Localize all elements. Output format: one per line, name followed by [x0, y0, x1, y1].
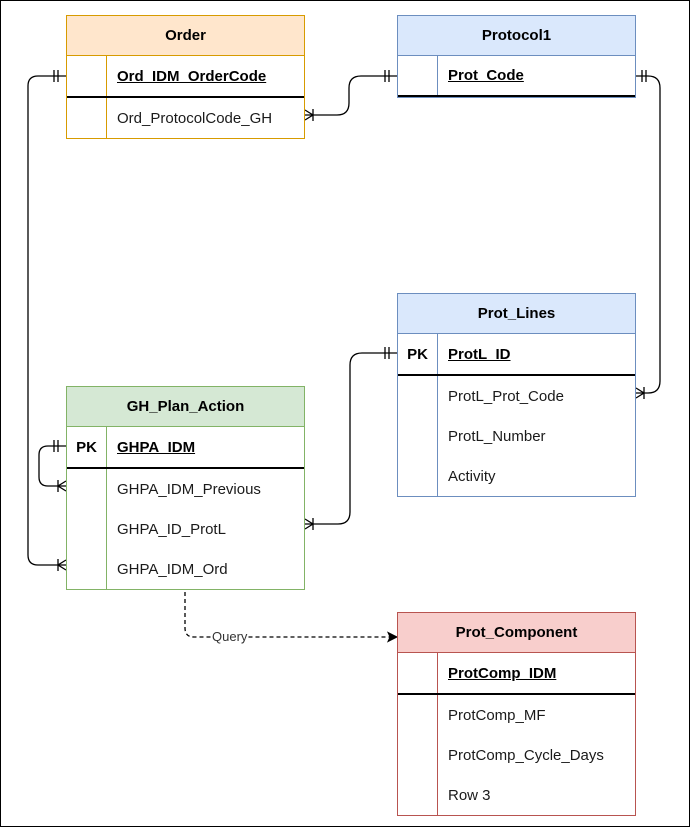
entity-row[interactable]: ProtComp_Cycle_Days: [398, 735, 635, 775]
entity-row[interactable]: Ord_ProtocolCode_GH: [67, 98, 304, 138]
rel-protocol1-protlines[interactable]: [636, 75, 661, 394]
query-label: Query: [211, 629, 249, 645]
crowfoot-ghpa-ord: [56, 559, 67, 571]
key-cell: [398, 775, 438, 815]
one-bar-protocol1: [384, 70, 390, 82]
field-name: Row 3: [448, 786, 491, 804]
entity-title: GH_Plan_Action: [67, 387, 304, 427]
field-name: Ord_IDM_OrderCode: [117, 67, 267, 85]
key-cell: [67, 509, 107, 549]
entity-gh-plan-action[interactable]: GH_Plan_Action PK GHPA_IDM GHPA_IDM_Prev…: [66, 386, 305, 590]
field-name: ProtL_ID: [448, 345, 511, 363]
entity-row[interactable]: ProtComp_MF: [398, 695, 635, 735]
entity-row[interactable]: Ord_IDM_OrderCode: [67, 56, 304, 98]
key-cell: [398, 456, 438, 496]
entity-title: Prot_Component: [398, 613, 635, 653]
key-cell: PK: [67, 427, 107, 467]
field-name: GHPA_IDM_Ord: [117, 560, 228, 578]
entity-protocol1[interactable]: Protocol1 Prot_Code: [397, 15, 636, 98]
field-name: ProtComp_MF: [448, 706, 546, 724]
key-cell: [398, 56, 438, 95]
field-name: ProtL_Number: [448, 427, 546, 445]
field-name: ProtL_Prot_Code: [448, 387, 564, 405]
field-name: GHPA_IDM: [117, 438, 196, 456]
key-cell: [67, 98, 107, 138]
rel-order-protocol1[interactable]: [305, 75, 397, 116]
entity-row[interactable]: GHPA_IDM_Ord: [67, 549, 304, 589]
field-name: Activity: [448, 467, 496, 485]
one-bar-ghpa-self: [53, 440, 59, 452]
entity-row[interactable]: ProtL_Prot_Code: [398, 376, 635, 416]
entity-title: Order: [67, 16, 304, 56]
key-cell: [398, 653, 438, 693]
entity-title: Protocol1: [398, 16, 635, 56]
key-cell: PK: [398, 334, 438, 374]
rel-ghpa-protlines[interactable]: [305, 352, 397, 525]
one-bar-order-left: [53, 70, 59, 82]
rel-order-ghplanaction[interactable]: [27, 75, 66, 566]
query-arrowhead: [386, 631, 399, 643]
crowfoot-ghpa-self: [56, 480, 67, 492]
key-cell: [67, 469, 107, 509]
crowfoot-protlines: [635, 387, 646, 399]
field-name: ProtComp_Cycle_Days: [448, 746, 604, 764]
crowfoot-ghpa-protl: [304, 518, 315, 530]
key-cell: [398, 416, 438, 456]
key-cell: [67, 549, 107, 589]
field-name: GHPA_ID_ProtL: [117, 520, 226, 538]
crowfoot-order-protocol: [304, 109, 315, 121]
entity-row[interactable]: Activity: [398, 456, 635, 496]
entity-title: Prot_Lines: [398, 294, 635, 334]
key-cell: [398, 376, 438, 416]
entity-prot-lines[interactable]: Prot_Lines PK ProtL_ID ProtL_Prot_Code P…: [397, 293, 636, 497]
entity-row[interactable]: GHPA_ID_ProtL: [67, 509, 304, 549]
entity-row[interactable]: GHPA_IDM_Previous: [67, 469, 304, 509]
entity-row[interactable]: ProtComp_IDM: [398, 653, 635, 695]
entity-row[interactable]: ProtL_Number: [398, 416, 635, 456]
entity-row[interactable]: Row 3: [398, 775, 635, 815]
field-name: Ord_ProtocolCode_GH: [117, 109, 273, 127]
field-name: ProtComp_IDM: [448, 664, 557, 682]
rel-query-dashed[interactable]: [184, 585, 390, 638]
rel-ghpa-self[interactable]: [38, 445, 66, 487]
field-name: Prot_Code: [448, 67, 524, 84]
key-cell: [398, 695, 438, 735]
entity-row[interactable]: Prot_Code: [398, 56, 635, 97]
entity-prot-component[interactable]: Prot_Component ProtComp_IDM ProtComp_MF …: [397, 612, 636, 816]
entity-row[interactable]: PK ProtL_ID: [398, 334, 635, 376]
key-cell: [67, 56, 107, 96]
entity-row[interactable]: PK GHPA_IDM: [67, 427, 304, 469]
entity-order[interactable]: Order Ord_IDM_OrderCode Ord_ProtocolCode…: [66, 15, 305, 139]
one-bar-protlines: [384, 347, 390, 359]
field-name: GHPA_IDM_Previous: [117, 480, 261, 498]
one-bar-protocol1-right: [641, 70, 647, 82]
key-cell: [398, 735, 438, 775]
